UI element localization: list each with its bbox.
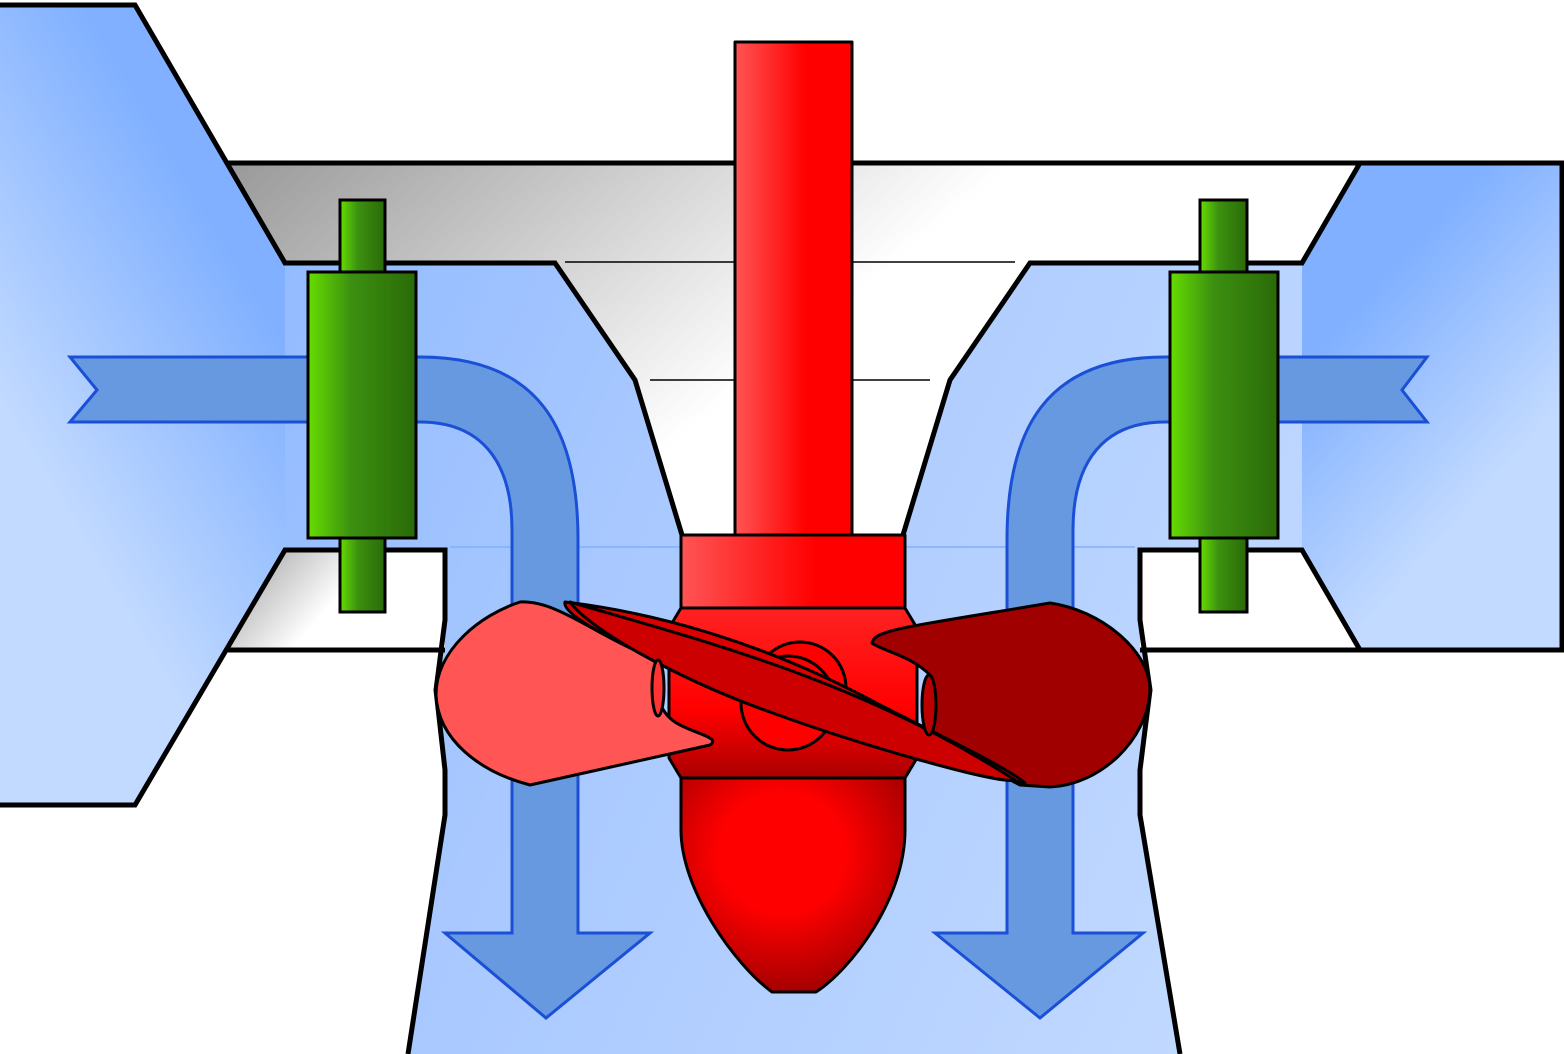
shaft-coupling (679, 533, 907, 610)
guide-vane-right (1168, 198, 1280, 614)
turbine-shaft (733, 40, 854, 537)
turbine-runner (434, 40, 1152, 994)
bottom-ring-right (1140, 550, 1360, 650)
guide-vane-left (306, 198, 418, 614)
inlet-right-water (1302, 163, 1562, 650)
flow-arrow-right (930, 355, 1431, 1020)
blade-pivot-right (920, 673, 938, 737)
runner-cone (679, 776, 907, 994)
bottom-ring-left (228, 550, 445, 650)
runner-blade-left (434, 600, 714, 787)
blade-pivot-left (650, 658, 666, 718)
water-region (0, 5, 1562, 1054)
